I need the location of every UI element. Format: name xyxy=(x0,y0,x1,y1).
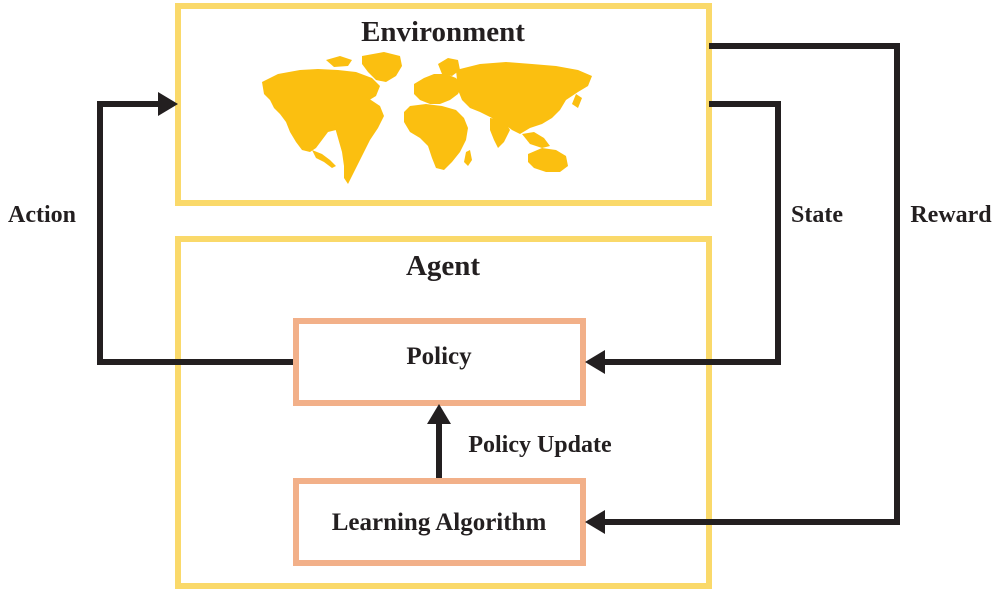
canada-islands-shape xyxy=(326,56,352,67)
learning-algorithm-box xyxy=(293,478,586,566)
world-map-icon xyxy=(262,52,592,184)
environment-title: Environment xyxy=(361,16,525,48)
reward-edge: Reward xyxy=(585,43,992,534)
north-america-shape xyxy=(262,69,380,152)
policy-update-label: Policy Update xyxy=(468,432,612,458)
south-america-shape xyxy=(332,94,384,184)
state-edge: State xyxy=(585,101,843,374)
reward-arrow-line xyxy=(605,43,900,525)
action-label: Action xyxy=(8,202,76,228)
scandinavia-shape xyxy=(438,58,460,76)
africa-shape xyxy=(404,104,468,170)
reward-arrowhead xyxy=(585,510,605,534)
europe-shape xyxy=(414,74,462,104)
india-shape xyxy=(490,118,510,148)
learning-algorithm-label: Learning Algorithm xyxy=(332,509,547,536)
learning-algorithm-node: Learning Algorithm xyxy=(293,478,586,566)
policy-node: Policy xyxy=(293,318,586,406)
action-edge: Action xyxy=(8,92,293,365)
reward-label: Reward xyxy=(910,202,992,228)
policy-update-edge: Policy Update xyxy=(427,404,612,478)
japan-shape xyxy=(572,94,582,108)
policy-update-arrowhead xyxy=(427,404,451,424)
policy-box xyxy=(293,318,586,406)
policy-label: Policy xyxy=(406,343,472,370)
asia-shape xyxy=(456,62,592,134)
madagascar-shape xyxy=(464,150,472,166)
state-label: State xyxy=(791,202,843,228)
state-arrow-line xyxy=(605,101,781,365)
central-america-shape xyxy=(312,150,336,168)
environment-box xyxy=(175,3,712,206)
action-arrow-line xyxy=(97,101,293,365)
action-arrowhead xyxy=(158,92,178,116)
environment-node: Environment xyxy=(175,3,712,206)
state-arrowhead xyxy=(585,350,605,374)
greenland-shape xyxy=(362,52,402,82)
southeast-asia-shape xyxy=(522,132,550,148)
australia-shape xyxy=(528,148,568,172)
agent-title: Agent xyxy=(406,250,480,282)
